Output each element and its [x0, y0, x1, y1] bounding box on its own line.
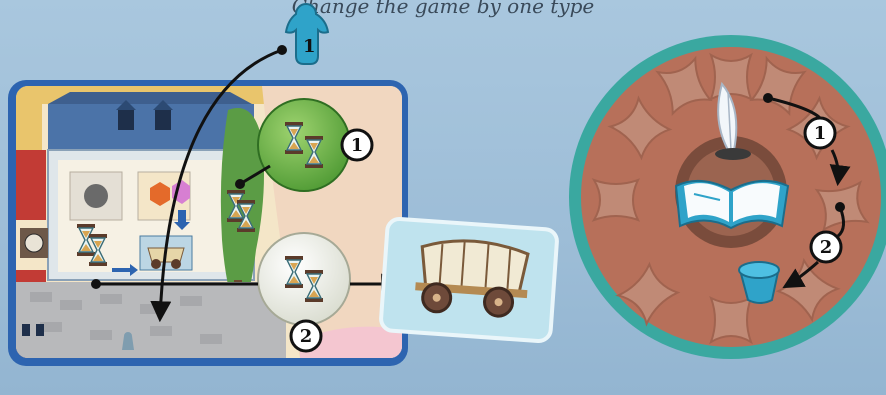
hourglass-badge-white — [258, 233, 350, 325]
meeple-figure: 1 — [286, 4, 328, 64]
wagon-card — [380, 218, 557, 342]
svg-text:1: 1 — [814, 123, 827, 144]
svg-text:2: 2 — [820, 237, 833, 258]
wheel-step-badge-2: 2 — [811, 232, 841, 262]
svg-text:2: 2 — [300, 326, 313, 347]
city-board — [8, 80, 408, 366]
action-wheel: 1 2 — [569, 35, 886, 359]
meeple-number: 1 — [303, 36, 316, 57]
wheel-step-badge-1: 1 — [805, 118, 835, 148]
step-badge-1: 1 — [342, 130, 372, 160]
hourglass-badge-green — [258, 99, 350, 191]
svg-text:1: 1 — [351, 135, 364, 156]
step-badge-2: 2 — [291, 321, 321, 351]
